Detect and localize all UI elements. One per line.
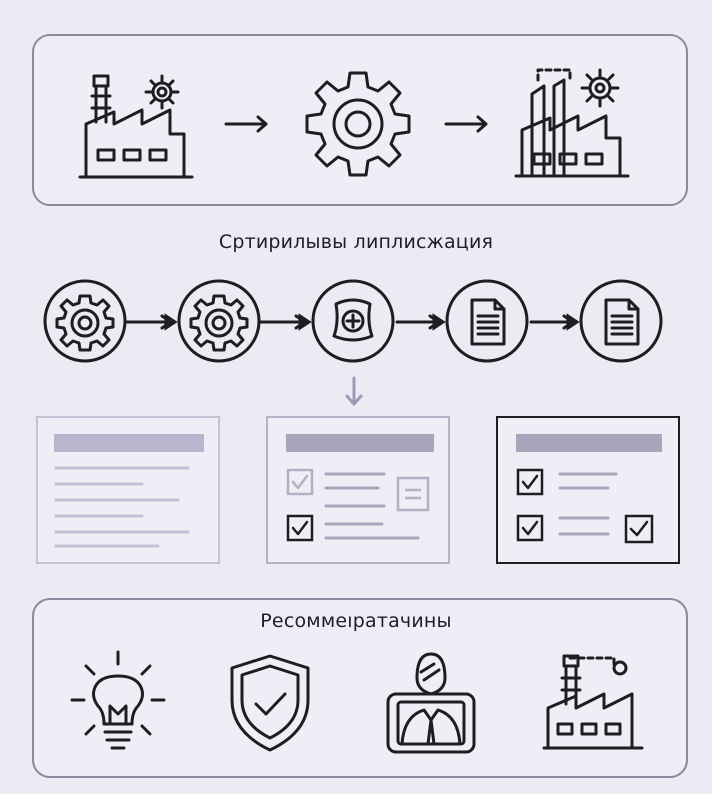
- factory-icon: [542, 654, 644, 750]
- form-card-content: [286, 434, 434, 542]
- process-step-document-icon: [445, 279, 529, 363]
- process-step-gear-icon: [177, 279, 261, 363]
- factory-gear-icon: [514, 68, 630, 178]
- lightbulb-icon: [70, 650, 166, 750]
- process-step-document-icon: [579, 279, 663, 363]
- recommendations-title: Ресоммеıратачины: [260, 610, 452, 632]
- process-step-gear-icon: [43, 279, 127, 363]
- process-title: Сртирилывы липлисжация: [218, 231, 494, 253]
- connector-arrow: [259, 314, 307, 330]
- person-screen-icon: [386, 652, 476, 754]
- form-card-faded: [36, 416, 220, 564]
- process-step-shield-plus-icon: [311, 279, 395, 363]
- gear-icon: [305, 71, 411, 177]
- form-card-partial: [266, 416, 450, 564]
- form-card-content: [54, 434, 204, 548]
- connector-arrow: [125, 314, 173, 330]
- arrow-right-icon: [224, 115, 268, 133]
- form-card-complete: [496, 416, 680, 564]
- form-card-content: [516, 434, 662, 544]
- arrow-down-icon: [345, 376, 363, 406]
- arrow-right-icon: [444, 115, 488, 133]
- process-flow: [125, 313, 580, 331]
- shield-check-icon: [230, 654, 310, 752]
- factory-gear-icon: [78, 74, 194, 179]
